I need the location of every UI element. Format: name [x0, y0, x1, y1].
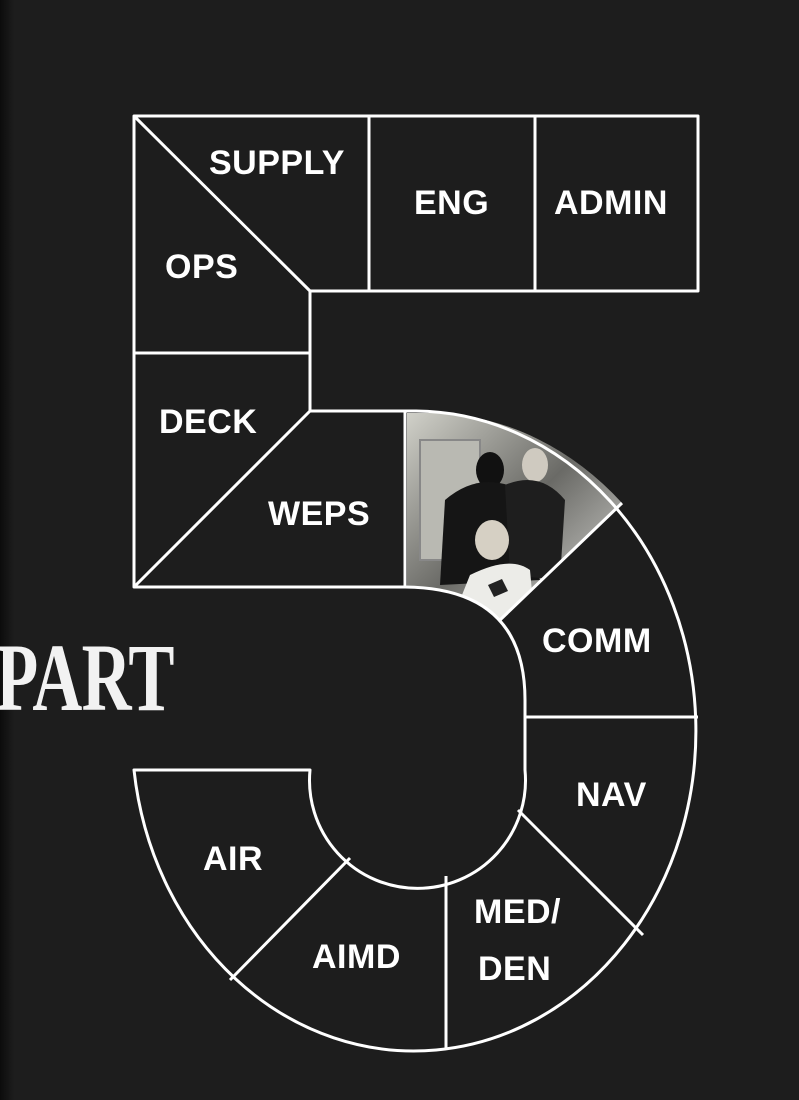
section-supply: SUPPLY [209, 144, 345, 182]
section-med-line1: MED/ [474, 893, 561, 931]
section-med-line2: DEN [478, 950, 552, 988]
part-label: PART [0, 624, 174, 731]
part-heading: PART [0, 630, 174, 726]
section-admin: ADMIN [554, 184, 668, 222]
section-weps: WEPS [268, 495, 371, 533]
crew-photo [407, 413, 622, 620]
section-outlines [132, 114, 700, 1053]
section-nav: NAV [576, 776, 647, 814]
section-deck: DECK [159, 403, 258, 441]
page-binding-shadow [0, 0, 14, 1100]
section-air: AIR [203, 840, 264, 878]
section-eng: ENG [414, 184, 490, 222]
section-comm: COMM [542, 622, 652, 660]
section-aimd: AIMD [312, 938, 401, 976]
section-ops: OPS [165, 248, 239, 286]
